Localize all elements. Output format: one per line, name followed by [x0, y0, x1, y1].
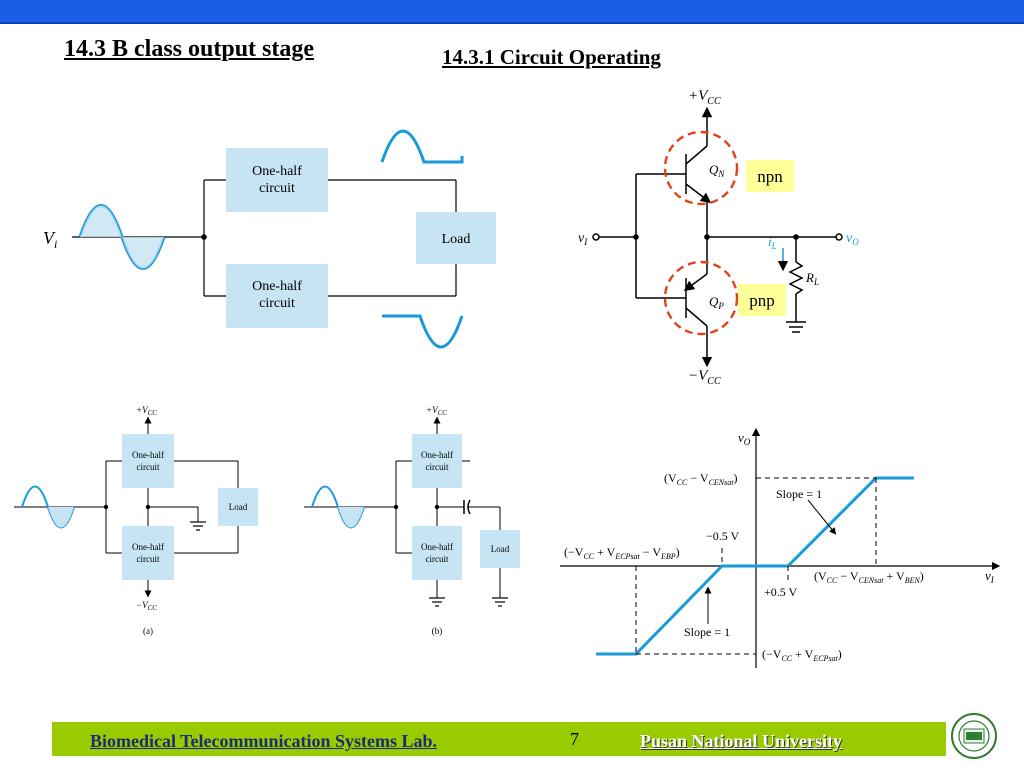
upper-level-label: (VCC − VCENsat): [664, 471, 737, 487]
config-a-diagram: One-half circuit One-half circuit +VCC −…: [14, 405, 258, 636]
config-b-caption: (b): [432, 626, 443, 636]
vcc-pos-label: +VCC: [688, 88, 721, 107]
qn-label: QN: [709, 162, 725, 179]
svg-text:+VCC: +VCC: [136, 405, 157, 417]
slope-lower-label: Slope = 1: [684, 625, 730, 639]
svg-text:circuit: circuit: [426, 554, 449, 564]
right-breakpoint-label: (VCC − VCENsat + VBEN): [814, 569, 924, 585]
vcc-neg-label: −VCC: [688, 368, 721, 387]
qp-label: QP: [709, 294, 724, 311]
config-a-block-bottom: [122, 526, 174, 580]
block-diagram: Vi One-half circuit One-half circuit Loa…: [43, 129, 496, 349]
svg-text:circuit: circuit: [137, 462, 160, 472]
svg-text:circuit: circuit: [259, 181, 295, 196]
vo-label: vO: [846, 231, 859, 247]
svg-text:circuit: circuit: [259, 296, 295, 311]
y-axis-label: vO: [738, 430, 751, 447]
vi-label: vI: [578, 231, 588, 247]
svg-text:One-half: One-half: [132, 542, 164, 552]
config-a-block-top: [122, 434, 174, 488]
transfer-characteristic: vO vI (VCC − VCENsat) Slope = 1 Slope = …: [560, 427, 1001, 668]
config-a-caption: (a): [143, 626, 153, 636]
npn-tag-box: [746, 160, 794, 192]
header-bar: [0, 0, 1024, 24]
svg-text:One-half: One-half: [421, 542, 453, 552]
svg-text:One-half: One-half: [252, 279, 302, 294]
svg-text:circuit: circuit: [426, 462, 449, 472]
config-b-block-top: [412, 434, 462, 488]
rl-label: RL: [805, 270, 819, 287]
one-half-circuit-top: [226, 148, 328, 212]
footer-bar: [52, 722, 946, 756]
svg-text:Load: Load: [491, 544, 510, 554]
config-a-load: [218, 488, 258, 526]
svg-text:Load: Load: [229, 502, 248, 512]
x-axis-label: vI: [985, 568, 995, 585]
svg-text:−VCC: −VCC: [136, 600, 157, 612]
config-b-block-bottom: [412, 526, 462, 580]
input-label-vi: Vi: [43, 228, 57, 251]
page-number: 7: [570, 729, 579, 749]
pnp-highlight-circle: [663, 260, 739, 336]
svg-text:circuit: circuit: [137, 554, 160, 564]
lower-level-label: (−VCC + VECPsat): [762, 647, 842, 663]
left-breakpoint-label: (−VCC + VECPsat − VEBP): [564, 545, 680, 561]
config-b-diagram: One-half circuit One-half circuit +VCC L…: [304, 405, 520, 636]
footer-university: Pusan National University: [640, 731, 843, 751]
svg-text:npn: npn: [757, 167, 783, 186]
config-b-load: [480, 530, 520, 568]
upper-half-wave: [380, 129, 464, 164]
one-half-circuit-bottom: [226, 264, 328, 328]
slide-title: 14.3 B class output stage: [64, 36, 315, 62]
svg-text:One-half: One-half: [132, 450, 164, 460]
university-seal-icon: [951, 713, 997, 759]
neg-threshold-label: −0.5 V: [706, 529, 740, 543]
push-pull-circuit: [592, 106, 843, 368]
load-block: [416, 212, 496, 264]
pos-threshold-label: +0.5 V: [764, 585, 798, 599]
npn-highlight-circle: [663, 130, 739, 206]
pnp-tag-box: [738, 284, 786, 316]
lower-half-wave: [382, 314, 464, 349]
slide-subtitle: 14.3.1 Circuit Operating: [442, 45, 661, 69]
svg-text:One-half: One-half: [252, 164, 302, 179]
footer-lab-name: Biomedical Telecommunication Systems Lab…: [90, 731, 438, 751]
transfer-curve: [596, 476, 914, 656]
slope-upper-label: Slope = 1: [776, 487, 822, 501]
svg-text:Load: Load: [442, 232, 471, 247]
svg-text:pnp: pnp: [749, 291, 775, 310]
il-label: iL: [768, 234, 777, 251]
svg-text:+VCC: +VCC: [426, 405, 447, 417]
svg-text:One-half: One-half: [421, 450, 453, 460]
